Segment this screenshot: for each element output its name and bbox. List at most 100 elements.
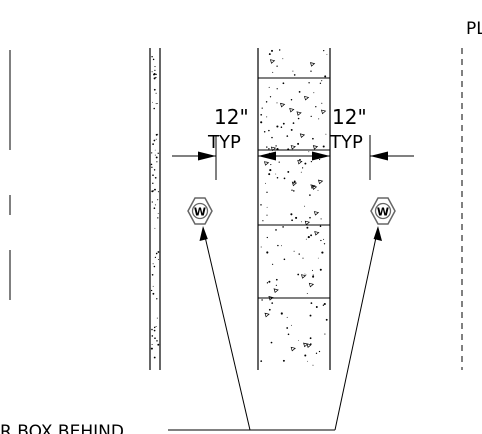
hatch-speck: [268, 129, 270, 132]
hatch-speck: [275, 284, 278, 286]
hatch-speck: [321, 102, 323, 104]
callout-text: R BOX BEHIND: [0, 422, 124, 434]
hatch-speck: [304, 273, 306, 275]
hatch-triangle: [309, 62, 316, 67]
hatch-speck: [155, 73, 157, 76]
hatch-speck: [301, 221, 302, 223]
hatch-speck: [319, 225, 322, 227]
hatch-speck: [301, 167, 304, 169]
hatch-triangle: [310, 184, 316, 189]
hatch-speck: [260, 246, 262, 248]
hatch-speck: [153, 107, 155, 110]
hatch-speck: [290, 99, 293, 101]
hatch-speck: [293, 74, 296, 76]
hatch-speck: [276, 125, 279, 128]
hatch-speck: [153, 265, 156, 268]
hatch-triangle: [306, 343, 312, 348]
hatch-speck: [286, 316, 288, 318]
hatch-speck: [260, 204, 262, 206]
hatch-speck: [272, 71, 274, 73]
hatch-speck: [321, 80, 323, 82]
hatch-speck: [278, 49, 281, 51]
hatch-speck: [157, 259, 159, 260]
hatch-speck: [317, 257, 319, 259]
hatch-speck: [261, 107, 263, 109]
hatch-speck: [151, 201, 153, 203]
hex-tag-right-letter: W: [377, 206, 389, 219]
hatch-speck: [155, 92, 157, 94]
hatch-speck: [266, 146, 268, 148]
hatch-speck: [268, 53, 271, 56]
hatch-speck: [324, 75, 327, 78]
hatch-speck: [308, 151, 310, 153]
hatch-triangle: [289, 107, 295, 113]
leader-left-arrow: [199, 226, 208, 241]
dim-right-arrow: [370, 151, 388, 161]
leader-left: [202, 227, 251, 431]
hatch-speck: [317, 189, 319, 191]
hatch-speck: [157, 217, 159, 219]
hatch-speck: [153, 329, 156, 332]
hatch-speck: [154, 189, 156, 191]
hatch-speck: [315, 352, 318, 354]
hatch-speck: [306, 226, 309, 229]
callout-leaders: [168, 226, 382, 431]
hatch-speck: [290, 128, 293, 131]
hatch-speck: [323, 243, 326, 245]
hatch-speck: [153, 73, 156, 75]
hatch-speck: [155, 156, 158, 159]
hatch-speck: [266, 116, 268, 118]
hatch-speck: [155, 133, 158, 136]
property-line-mark: PL: [466, 19, 482, 39]
hatch-speck: [283, 258, 286, 261]
hatch-speck: [309, 194, 311, 196]
dimension-center: [258, 151, 330, 161]
hatch-speck: [310, 234, 313, 237]
hatch-speck: [309, 314, 312, 317]
hatch-speck: [320, 239, 322, 242]
dim-left-sub: TYP: [207, 132, 241, 153]
hatch-speck: [269, 169, 272, 172]
hatch-speck: [157, 251, 160, 253]
hatch-speck: [310, 160, 313, 163]
hatch-triangle: [320, 109, 327, 115]
left-wall: [149, 48, 161, 370]
hex-tag-right: W: [370, 197, 396, 225]
hatch-speck: [153, 88, 156, 91]
hatch-speck: [282, 122, 285, 125]
hatch-triangle: [303, 95, 310, 101]
hatch-triangle: [270, 146, 277, 152]
hatch-speck: [260, 113, 263, 116]
hatch-speck: [287, 148, 290, 151]
hatch-speck: [151, 190, 154, 193]
hatch-speck: [305, 274, 307, 276]
tag-circle-icon: [374, 202, 392, 220]
hatch-speck: [276, 177, 279, 179]
hatch-triangle: [291, 181, 298, 187]
hatch-speck: [154, 176, 157, 179]
hatch-triangle: [301, 274, 307, 279]
hatch-triangle: [312, 145, 319, 150]
hatch-speck: [260, 360, 263, 362]
hatch-triangle: [308, 282, 315, 288]
hatch-speck: [150, 347, 153, 350]
hatch-speck: [323, 238, 325, 240]
hatch-speck: [154, 154, 156, 156]
hatch-triangle: [290, 346, 296, 352]
hatch-speck: [280, 245, 282, 247]
hatch-speck: [282, 58, 284, 60]
hatch-speck: [326, 54, 328, 55]
dim-center-arrow-left: [258, 151, 276, 161]
hatch-speck: [278, 161, 280, 163]
hatch-speck: [318, 118, 320, 120]
hatch-speck: [152, 292, 155, 295]
hatch-speck: [154, 66, 156, 68]
hatch-speck: [298, 91, 301, 93]
hatch-triangle: [304, 220, 311, 226]
hatch-speck: [295, 216, 298, 219]
hatch-speck: [283, 177, 286, 180]
hatch-triangle: [263, 161, 270, 166]
hatch-speck: [275, 229, 277, 231]
dim-left-arrow: [198, 151, 216, 161]
dim-left-value: 12": [214, 105, 249, 129]
